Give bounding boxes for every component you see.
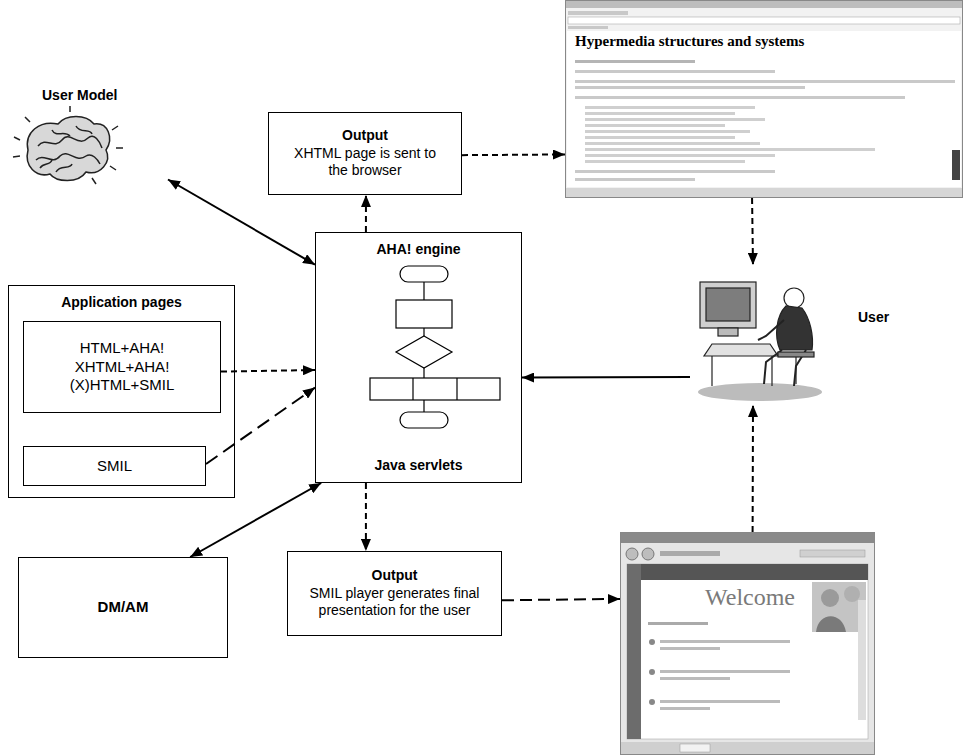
flowchart-icon	[370, 266, 500, 428]
engine-box: AHA! engineJava servlets	[315, 232, 522, 483]
node-heading: SMIL	[97, 457, 132, 476]
dashed-arrow	[206, 388, 315, 464]
node-heading: Output	[372, 567, 418, 585]
node-text: SMIL player generates final presentation…	[295, 585, 495, 620]
player-screenshot: Welcome	[620, 532, 875, 755]
user-model: User Model	[20, 85, 168, 190]
node-heading: Hypermedia structures and systems	[575, 32, 804, 51]
dashed-arrow	[502, 599, 620, 600]
browser-screenshot	[566, 1, 963, 198]
node-heading: Output	[342, 127, 388, 145]
brain-picture	[13, 106, 123, 184]
dashed-arrow	[462, 153, 565, 156]
dashed-arrow	[365, 483, 367, 551]
smil-box: SMIL	[23, 446, 206, 486]
dashed-arrow	[365, 195, 367, 232]
user-figure: User	[690, 265, 900, 405]
application-pages-box: Application pagesHTML+AHA! XHTML+AHA! (X…	[8, 285, 235, 498]
node-heading: HTML+AHA! XHTML+AHA! (X)HTML+SMIL	[60, 339, 185, 395]
output-box: OutputSMIL player generates final presen…	[287, 551, 502, 636]
node-heading: Welcome	[705, 582, 795, 612]
output-box: OutputXHTML page is sent to the browser	[268, 112, 462, 195]
node-heading: AHA! engine	[377, 241, 461, 259]
node-heading: User	[858, 309, 889, 327]
player-screenshot	[621, 533, 875, 755]
user-picture	[698, 282, 822, 401]
solid-arrow	[168, 180, 315, 265]
solid-arrow	[522, 376, 690, 379]
dashed-arrow	[752, 405, 754, 532]
node-text: XHTML page is sent to the browser	[285, 145, 445, 180]
solid-arrow	[190, 483, 321, 557]
node-heading: DM/AM	[98, 598, 149, 617]
dashed-arrow	[221, 370, 315, 372]
node-heading: Application pages	[61, 294, 182, 312]
browser-screenshot: Hypermedia structures and systems	[565, 0, 963, 198]
page-types-box: HTML+AHA! XHTML+AHA! (X)HTML+SMIL	[23, 321, 221, 413]
node-text: Java servlets	[375, 457, 463, 475]
dm-am-box: DM/AM	[18, 557, 228, 658]
node-heading: User Model	[42, 87, 117, 105]
dashed-arrow	[751, 198, 754, 265]
